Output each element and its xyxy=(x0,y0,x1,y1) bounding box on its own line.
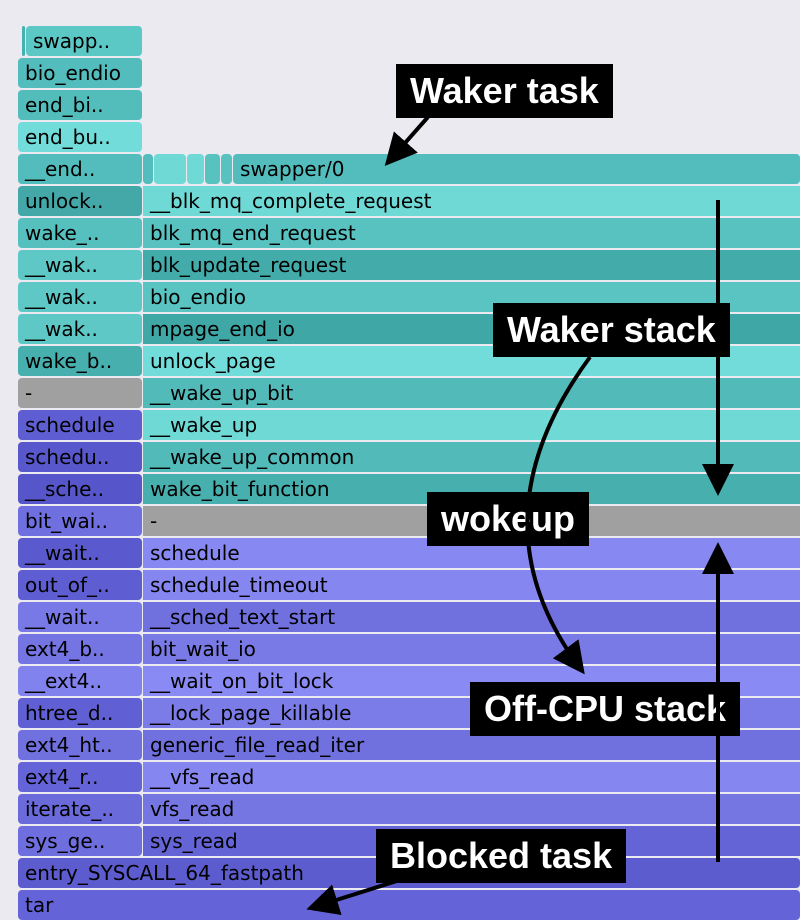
frame-left-20[interactable]: __ext4.. xyxy=(18,666,142,696)
blocked-task-label: Blocked task xyxy=(376,829,627,883)
frame-left-11[interactable]: - xyxy=(18,378,142,408)
frame-left-15[interactable]: bit_wai.. xyxy=(18,506,142,536)
frame-sliver[interactable] xyxy=(22,26,25,56)
frame-right-20[interactable]: vfs_read xyxy=(143,794,800,824)
frame-left-23[interactable]: ext4_r.. xyxy=(18,762,142,792)
frame-left-12[interactable]: schedule xyxy=(18,410,142,440)
frame-left-1[interactable]: bio_endio xyxy=(18,58,142,88)
frame-left-4[interactable]: __end.. xyxy=(18,154,142,184)
off-cpu-stack-label: Off-CPU stack xyxy=(470,682,741,736)
frame-left-22[interactable]: ext4_ht.. xyxy=(18,730,142,760)
frame-left-16[interactable]: __wait.. xyxy=(18,538,142,568)
frame-left-21[interactable]: htree_d.. xyxy=(18,698,142,728)
waker-task-label: Waker task xyxy=(396,64,613,118)
frame-small-segment[interactable] xyxy=(143,154,153,184)
frame-tar[interactable]: tar xyxy=(18,890,800,920)
frame-left-25[interactable]: sys_ge.. xyxy=(18,826,142,856)
frame-small-segment[interactable] xyxy=(221,154,232,184)
frame-right-9[interactable]: __wake_up_common xyxy=(143,442,800,472)
frame-left-13[interactable]: schedu.. xyxy=(18,442,142,472)
frame-left-10[interactable]: wake_b.. xyxy=(18,346,142,376)
frame-left-18[interactable]: __wait.. xyxy=(18,602,142,632)
waker-stack-label: Waker stack xyxy=(493,303,730,357)
frame-right-13[interactable]: schedule_timeout xyxy=(143,570,800,600)
frame-left-19[interactable]: ext4_b.. xyxy=(18,634,142,664)
frame-left-0[interactable]: swapp.. xyxy=(26,26,142,56)
frame-left-6[interactable]: wake_.. xyxy=(18,218,142,248)
frame-right-19[interactable]: __vfs_read xyxy=(143,762,800,792)
frame-left-9[interactable]: __wak.. xyxy=(18,314,142,344)
frame-left-14[interactable]: __sche.. xyxy=(18,474,142,504)
frame-left-3[interactable]: end_bu.. xyxy=(18,122,142,152)
frame-left-5[interactable]: unlock.. xyxy=(18,186,142,216)
frame-left-24[interactable]: iterate_.. xyxy=(18,794,142,824)
frame-left-7[interactable]: __wak.. xyxy=(18,250,142,280)
frame-right-1[interactable]: __blk_mq_complete_request xyxy=(143,186,800,216)
frame-right-7[interactable]: __wake_up_bit xyxy=(143,378,800,408)
frame-right-15[interactable]: bit_wait_io xyxy=(143,634,800,664)
frame-right-2[interactable]: blk_mq_end_request xyxy=(143,218,800,248)
frame-left-17[interactable]: out_of_.. xyxy=(18,570,142,600)
frame-small-segment[interactable] xyxy=(154,154,186,184)
wokeup-label: wokeup xyxy=(427,492,590,546)
frame-left-2[interactable]: end_bi.. xyxy=(18,90,142,120)
frame-right-3[interactable]: blk_update_request xyxy=(143,250,800,280)
frame-right-14[interactable]: __sched_text_start xyxy=(143,602,800,632)
frame-right-8[interactable]: __wake_up xyxy=(143,410,800,440)
frame-right-0[interactable]: swapper/0 xyxy=(233,154,800,184)
frame-small-segment[interactable] xyxy=(205,154,220,184)
frame-small-segment[interactable] xyxy=(187,154,204,184)
frame-left-8[interactable]: __wak.. xyxy=(18,282,142,312)
